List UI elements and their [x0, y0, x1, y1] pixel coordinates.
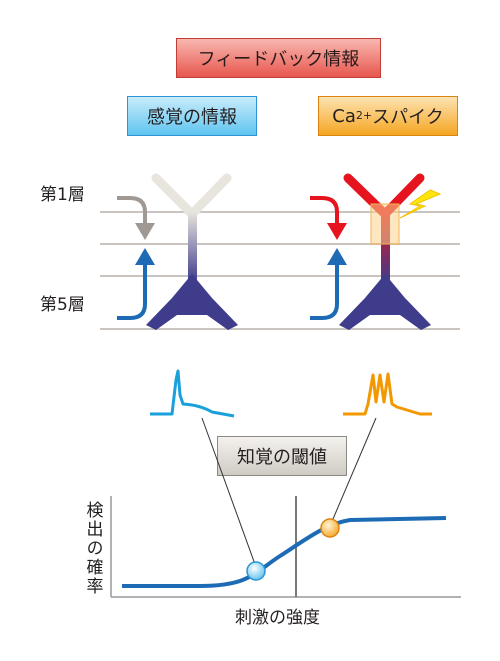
stimulus-intensity-axis-label: 刺激の強度	[235, 608, 320, 628]
left-sensory-blue-arrow-path	[117, 262, 147, 320]
burst-spike-trace	[343, 372, 432, 416]
right-neuron-soma	[339, 274, 431, 330]
left-sensory-blue-arrowhead	[135, 248, 155, 265]
left-pyramidal-neuron	[146, 173, 238, 330]
psychometric-curve	[122, 516, 447, 588]
connector-line-right	[329, 417, 377, 527]
left-neuron-soma	[146, 274, 238, 330]
lightning-bolt-icon	[399, 189, 442, 219]
blue-curve-point	[246, 561, 266, 581]
layer5-label: 第5層	[40, 295, 85, 315]
right-sensory-blue-arrow-path	[310, 262, 339, 320]
left-apical-trunk	[188, 212, 197, 282]
ca-spike-highlight-box	[370, 203, 400, 245]
right-feedback-red-arrow-path	[310, 196, 339, 226]
perception-threshold-label: 知覚の閾値	[217, 436, 347, 476]
right-apical-trunk	[381, 212, 390, 282]
ca-spike-ca-text: Ca	[332, 105, 356, 127]
left-apical-tuft	[151, 173, 232, 219]
detection-probability-axis-label: 検出の確率	[82, 500, 103, 596]
left-feedback-gray-arrow-path	[117, 196, 147, 226]
single-spike-trace	[150, 369, 235, 418]
sensory-info-label: 感覚の情報	[127, 96, 257, 136]
right-sensory-blue-arrowhead	[327, 248, 347, 265]
ca-spike-tail-text: スパイク	[372, 107, 444, 128]
orange-curve-point	[320, 518, 340, 538]
right-feedback-red-arrowhead	[327, 223, 347, 240]
layer1-label: 第1層	[40, 185, 85, 205]
feedback-info-label: フィードバック情報	[176, 38, 381, 78]
sensory-info-text: 感覚の情報	[147, 107, 237, 128]
left-feedback-gray-arrowhead	[135, 223, 155, 240]
right-pyramidal-neuron	[339, 173, 431, 330]
perception-threshold-text: 知覚の閾値	[237, 447, 327, 468]
connector-line-left	[201, 417, 257, 568]
feedback-info-text: フィードバック情報	[197, 49, 360, 70]
